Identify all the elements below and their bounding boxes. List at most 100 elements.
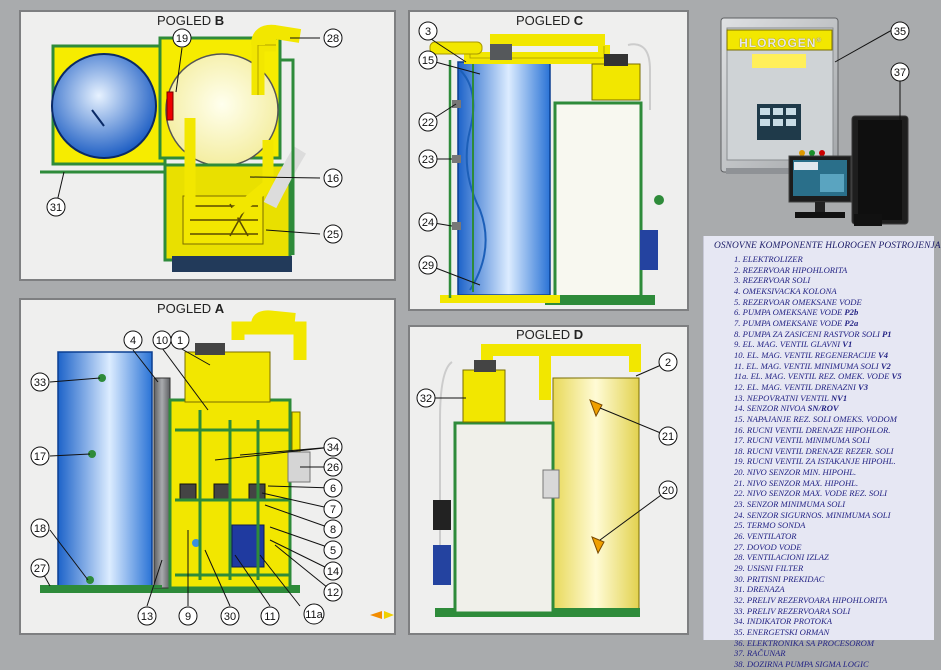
- view-c-drawing: [429, 34, 664, 305]
- callout-label: 11: [264, 611, 275, 623]
- callout-label: 2: [665, 357, 671, 369]
- callout-circle: [30, 518, 50, 538]
- legend-item-text: RUCNI VENTIL MINIMUMA SOLI: [746, 435, 870, 446]
- callout-a-10: 10: [152, 330, 172, 350]
- legend-item-code: P2a: [844, 317, 859, 328]
- legend-item-number: 28.: [734, 552, 747, 563]
- callout-label: 18: [34, 523, 46, 535]
- callout-circle: [220, 606, 240, 626]
- callout-b-31: 31: [46, 197, 66, 217]
- callout-circle: [323, 168, 343, 188]
- legend-item-text: INDIKATOR PROTOKA: [746, 616, 832, 627]
- legend-item-text: PUMPA OMEKSANE VODE: [742, 307, 845, 318]
- legend-item-text: DRENAZA: [746, 584, 785, 595]
- legend-item-number: 16.: [734, 424, 747, 435]
- callout-label: 32: [420, 393, 432, 405]
- callout-circle: [323, 499, 343, 519]
- callout-a-1: 1: [170, 330, 190, 350]
- legend-item-text: SENZOR MINIMUMA SOLI: [746, 499, 846, 510]
- legend-item: 36. ELEKTRONIKA SA PROCESOROM: [734, 638, 928, 649]
- callout-circle: [658, 426, 678, 446]
- callout-a-9: 9: [178, 606, 198, 626]
- callout-label: 10: [156, 335, 168, 347]
- callout-a-5: 5: [323, 540, 343, 560]
- legend-item-number: 11.: [734, 360, 747, 371]
- callout-circle: [418, 255, 438, 275]
- callout-label: 12: [327, 587, 339, 599]
- callout-b-28: 28: [323, 28, 343, 48]
- legend-item: 3. REZERVOAR SOLI: [734, 275, 928, 286]
- legend-item: 15. NAPAJANJE REZ. SOLI OMEKS. VODOM: [734, 414, 928, 425]
- legend-item-code: V1: [842, 339, 853, 350]
- view-c-title: POGLED C: [516, 13, 584, 28]
- legend-item-number: 30.: [734, 573, 747, 584]
- legend-item-text: PRITISNI PREKIDAC: [746, 573, 825, 584]
- legend-item-text: ENERGETSKI ORMAN: [746, 626, 830, 637]
- legend-item-text: TERMO SONDA: [746, 520, 806, 531]
- legend-item: 26. VENTILATOR: [734, 531, 928, 542]
- legend-item: 18. RUCNI VENTIL DRENAZE REZER. SOLI: [734, 446, 928, 457]
- callout-top_right-37: 37: [890, 62, 910, 82]
- legend-item-text: OMEKSIVACKA KOLONA: [742, 285, 837, 296]
- legend-item-number: 36.: [734, 637, 747, 648]
- legend-item: 2. REZERVOAR HIPOHLORITA: [734, 265, 928, 276]
- callout-a-6: 6: [323, 478, 343, 498]
- callout-a-27: 27: [30, 558, 50, 578]
- legend-item-number: 17.: [734, 435, 747, 446]
- legend-item-code: V4: [878, 349, 889, 360]
- callout-circle: [137, 606, 157, 626]
- legend-item-text: ELEKTRONIKA SA PROCESOROM: [746, 637, 875, 648]
- legend-item-code: P1: [882, 328, 892, 339]
- legend-item: 4. OMEKSIVACKA KOLONA: [734, 286, 928, 297]
- callout-a-33: 33: [30, 372, 50, 392]
- callout-a-18: 18: [30, 518, 50, 538]
- legend-item: 19. RUCNI VENTIL ZA ISTAKANJE HIPOHL.: [734, 456, 928, 467]
- legend-item: 8. PUMPA ZA ZASICENI RASTVOR SOLI P1: [734, 329, 928, 340]
- legend-item-text: VENTILATOR: [746, 531, 797, 542]
- legend-item-text: SENZOR NIVOA: [746, 403, 808, 414]
- legend-item-text: EL. MAG. VENTIL GLAVNI: [742, 339, 843, 350]
- legend-item-text: PRELIV REZERVOARA SOLI: [746, 605, 851, 616]
- callout-label: 7: [330, 504, 336, 516]
- legend-item: 12. EL. MAG. VENTIL DRENAZNI V3: [734, 382, 928, 393]
- legend-item: 35. ENERGETSKI ORMAN: [734, 627, 928, 638]
- legend-item-number: 23.: [734, 499, 747, 510]
- legend-item-text: EL. MAG. VENTIL REGENERACIJE: [746, 349, 879, 360]
- legend-item-number: 21.: [734, 477, 747, 488]
- callout-label: 17: [34, 451, 46, 463]
- callout-circle: [323, 457, 343, 477]
- callout-circle: [323, 540, 343, 560]
- legend-item: 21. NIVO SENZOR MAX. HIPOHL.: [734, 478, 928, 489]
- cabinet-brand-plate: [726, 29, 833, 51]
- flow-arrow-icon: [370, 611, 394, 619]
- legend-item: 13. NEPOVRATNI VENTIL NV1: [734, 393, 928, 404]
- view-b-title: POGLED B: [157, 13, 225, 28]
- callout-label: 22: [422, 117, 434, 129]
- legend-item-number: 18.: [734, 445, 747, 456]
- callout-circle: [30, 372, 50, 392]
- legend-item-number: 20.: [734, 467, 747, 478]
- component-legend: OSNOVNE KOMPONENTE HLOROGEN POSTROJENJA …: [703, 236, 940, 669]
- legend-item: 32. PRELIV REZERVOARA HIPOHLORITA: [734, 595, 928, 606]
- legend-item-number: 34.: [734, 616, 747, 627]
- legend-item-number: 12.: [734, 381, 747, 392]
- callout-a-11: 11: [260, 606, 280, 626]
- view-a-drawing: [40, 310, 311, 593]
- callout-a-34: 34: [323, 437, 343, 457]
- callout-label: 35: [894, 26, 906, 38]
- legend-item-number: 26.: [734, 531, 747, 542]
- callout-label: 15: [422, 55, 434, 67]
- view-a-title: POGLED A: [157, 301, 225, 316]
- legend-item-number: 8.: [734, 328, 743, 339]
- legend-item-number: 2.: [734, 264, 743, 275]
- callout-a-7: 7: [323, 499, 343, 519]
- legend-item: 11. EL. MAG. VENTIL MINIMUMA SOLI V2: [734, 361, 928, 372]
- legend-item: 27. DOVOD VODE: [734, 542, 928, 553]
- callout-a-8: 8: [323, 519, 343, 539]
- legend-item-text: NEPOVRATNI VENTIL: [746, 392, 831, 403]
- callout-top_right-35: 35: [890, 21, 910, 41]
- legend-item-text: SENZOR SIGURNOS. MINIMUMA SOLI: [746, 509, 891, 520]
- callout-circle: [260, 606, 280, 626]
- legend-item-code: NV1: [830, 392, 848, 403]
